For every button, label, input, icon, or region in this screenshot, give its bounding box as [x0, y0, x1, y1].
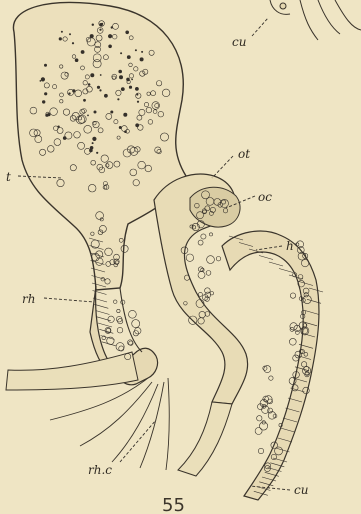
label-oc: oc	[258, 190, 272, 204]
nucleus	[75, 58, 79, 62]
nucleus	[108, 34, 112, 38]
nucleus	[104, 94, 108, 98]
nucleus	[68, 92, 70, 94]
nucleus	[118, 70, 122, 74]
nucleus	[127, 55, 131, 59]
label-cu-top: cu	[232, 35, 246, 49]
nucleus	[123, 113, 127, 117]
nucleus	[40, 80, 42, 82]
nucleus	[117, 98, 119, 100]
nucleus	[61, 31, 63, 33]
nucleus	[100, 74, 102, 76]
nucleus	[94, 111, 97, 114]
nucleus	[131, 79, 133, 81]
nucleus	[110, 111, 113, 114]
nucleus	[72, 89, 75, 92]
nucleus	[119, 126, 122, 129]
nucleus	[101, 23, 103, 25]
nucleus	[88, 83, 91, 86]
nucleus	[83, 99, 86, 102]
nucleus	[136, 93, 138, 95]
nucleus	[42, 100, 45, 103]
nucleus	[126, 78, 130, 82]
label-t: t	[6, 170, 11, 184]
nucleus	[111, 26, 113, 28]
nucleus	[99, 89, 101, 91]
nucleus	[135, 49, 137, 51]
nucleus	[96, 152, 98, 154]
nucleus	[44, 92, 47, 95]
nucleus	[59, 37, 62, 40]
nucleus	[45, 114, 48, 117]
nucleus	[120, 52, 122, 54]
nucleus	[108, 45, 112, 49]
nucleus	[87, 115, 89, 117]
nucleus	[69, 33, 71, 35]
nucleus	[92, 24, 94, 26]
nucleus	[97, 86, 100, 89]
nucleus	[137, 101, 139, 103]
label-rh: rh	[22, 292, 35, 306]
nucleus	[140, 57, 144, 61]
nucleus	[119, 75, 123, 79]
nucleus	[99, 29, 101, 31]
nucleus	[72, 42, 74, 44]
nucleus	[89, 149, 93, 153]
label-ot: ot	[238, 147, 250, 161]
figure-number: 55	[162, 495, 185, 514]
nucleus	[63, 136, 67, 140]
nucleus	[141, 51, 143, 53]
label-cu-bottom: cu	[294, 483, 308, 497]
nucleus	[57, 126, 59, 128]
nucleus	[41, 77, 45, 81]
nucleus	[135, 87, 139, 91]
nucleus	[44, 64, 47, 67]
label-h: h	[286, 239, 294, 253]
nucleus	[124, 130, 127, 133]
nucleus	[125, 31, 129, 35]
label-rhc: rh.c	[88, 463, 112, 477]
nucleus	[135, 123, 139, 127]
nucleus	[90, 34, 94, 38]
nucleus	[92, 142, 94, 144]
nucleus	[90, 73, 94, 77]
nucleus	[92, 137, 96, 141]
nucleus	[121, 87, 125, 91]
nucleus	[129, 86, 132, 89]
nucleus	[81, 50, 85, 54]
